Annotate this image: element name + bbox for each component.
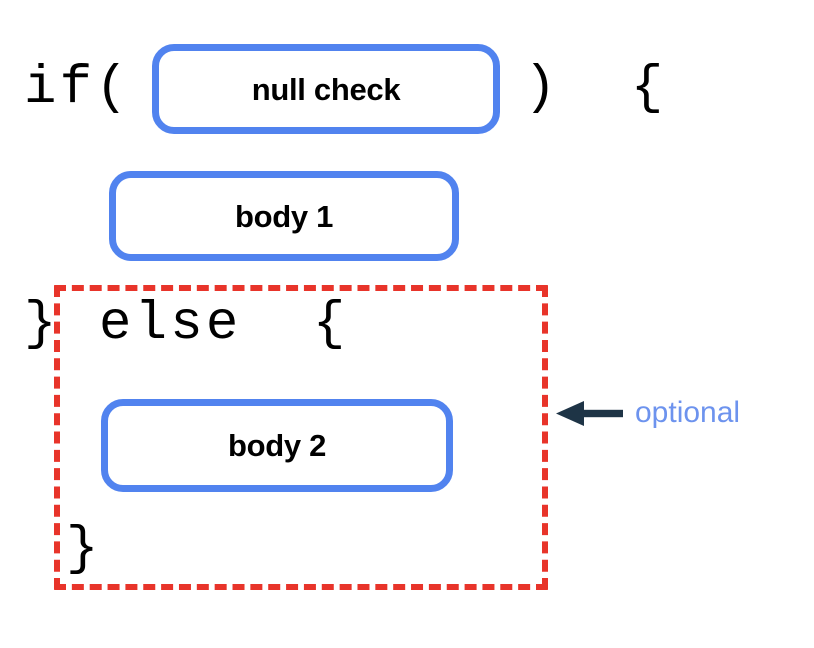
- code-brace-close-if: }: [24, 294, 60, 355]
- optional-else-region: [54, 285, 548, 590]
- optional-arrow-icon: [556, 401, 623, 426]
- box-null-check[interactable]: null check: [152, 44, 500, 134]
- code-else-open: else {: [99, 294, 349, 355]
- code-if-close: ) {: [524, 58, 667, 119]
- box-null-check-label: null check: [251, 71, 401, 107]
- box-body-2[interactable]: body 2: [101, 399, 453, 492]
- code-if-open: if(: [24, 58, 131, 119]
- box-body-2-label: body 2: [227, 428, 327, 463]
- optional-annotation-label: optional: [635, 396, 741, 429]
- box-body-1-label: body 1: [234, 198, 334, 234]
- box-body-1[interactable]: body 1: [109, 171, 459, 261]
- code-brace-close-else: }: [66, 519, 102, 580]
